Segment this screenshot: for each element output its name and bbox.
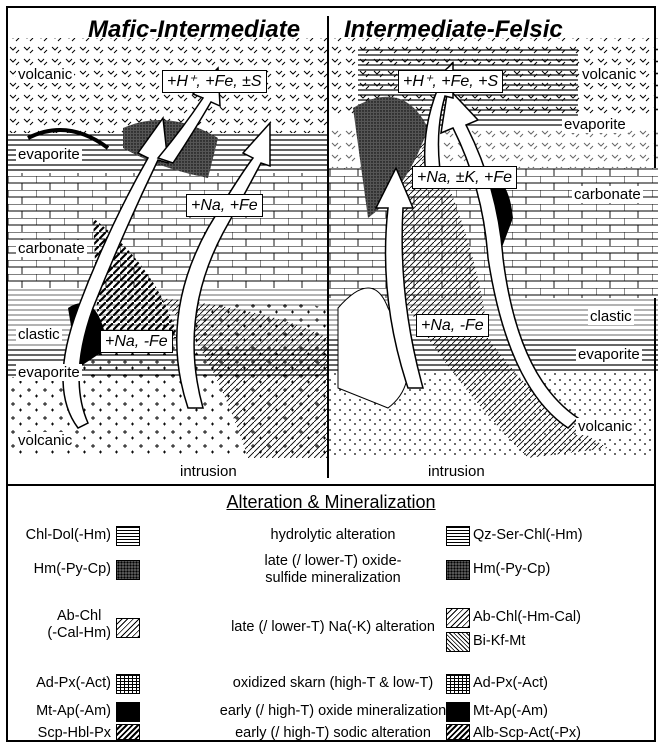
left-label-carbonate: carbonate — [16, 240, 87, 257]
legend-right-label: Qz-Ser-Chl(-Hm) — [473, 527, 583, 544]
legend-row-skarn: Ad-Px(-Act) oxidized skarn (high-T & low… — [8, 670, 654, 700]
left-label-evaporite-top: evaporite — [16, 146, 82, 163]
right-label-evaporite-top: evaporite — [562, 116, 628, 133]
fluid-box-left-mid: +Na, +Fe — [186, 194, 263, 217]
legend-right-label: Mt-Ap(-Am) — [473, 703, 548, 720]
legend-row-late-oxide: Hm(-Py-Cp) late (/ lower-T) oxide- sulfi… — [8, 556, 654, 596]
legend-row-late-na: Ab-Chl (-Cal-Hm) late (/ lower-T) Na(-K)… — [8, 606, 654, 662]
legend-swatch-right — [446, 724, 470, 740]
legend-swatch-left — [116, 724, 140, 740]
left-panel-title: Mafic-Intermediate — [88, 16, 300, 44]
right-label-clastic: clastic — [588, 308, 634, 325]
legend-divider — [8, 484, 654, 486]
left-label-evaporite-bottom: evaporite — [16, 364, 82, 381]
legend-right-label: Alb-Scp-Act(-Px) — [473, 725, 581, 742]
fluid-box-left-top: +H⁺, +Fe, ±S — [162, 70, 267, 93]
right-label-carbonate: carbonate — [572, 186, 643, 203]
legend-right-label-2: Bi-Kf-Mt — [473, 633, 525, 650]
legend-row-hydrolytic: Chl-Dol(-Hm) hydrolytic alteration Qz-Se… — [8, 522, 654, 552]
left-label-volcanic-top: volcanic — [16, 66, 74, 83]
right-label-evaporite-bottom: evaporite — [576, 346, 642, 363]
legend-swatch-right — [446, 526, 470, 546]
fluid-box-left-bottom: +Na, -Fe — [100, 330, 173, 353]
left-label-clastic: clastic — [16, 326, 62, 343]
fluid-box-right-mid: +Na, ±K, +Fe — [412, 166, 517, 189]
fluid-box-right-top: +H⁺, +Fe, +S — [398, 70, 503, 93]
legend-title: Alteration & Mineralization — [8, 492, 654, 513]
legend-right-label: Hm(-Py-Cp) — [473, 561, 550, 578]
legend-swatch-left — [116, 674, 140, 694]
legend-left-label: Scp-Hbl-Px — [38, 725, 111, 742]
right-panel-title: Intermediate-Felsic — [344, 16, 563, 44]
fluid-box-right-bottom: +Na, -Fe — [416, 314, 489, 337]
legend-swatch-left — [116, 618, 140, 638]
legend-swatch-right — [446, 702, 470, 722]
figure-frame: Mafic-Intermediate Intermediate-Felsic v… — [6, 6, 656, 742]
legend-left-label: Hm(-Py-Cp) — [34, 561, 111, 578]
legend-left-label: Chl-Dol(-Hm) — [26, 527, 111, 544]
legend-right-label: Ab-Chl(-Hm-Cal) — [473, 609, 581, 626]
legend-swatch-right — [446, 608, 470, 628]
legend-left-label: Ab-Chl (-Cal-Hm) — [47, 608, 111, 642]
legend-swatch-right — [446, 674, 470, 694]
left-label-intrusion: intrusion — [178, 463, 239, 480]
legend-row-early-sodic: Scp-Hbl-Px early (/ high-T) sodic altera… — [8, 720, 654, 750]
legend-left-label: Mt-Ap(-Am) — [36, 703, 111, 720]
legend-swatch-right-2 — [446, 632, 470, 652]
legend-swatch-left — [116, 702, 140, 722]
legend-swatch-left — [116, 560, 140, 580]
right-label-volcanic-bottom: volcanic — [576, 418, 634, 435]
legend-left-label: Ad-Px(-Act) — [36, 675, 111, 692]
legend-swatch-left — [116, 526, 140, 546]
legend-swatch-right — [446, 560, 470, 580]
right-label-volcanic-top: volcanic — [580, 66, 638, 83]
left-label-volcanic-bottom: volcanic — [16, 432, 74, 449]
right-label-intrusion: intrusion — [426, 463, 487, 480]
legend-right-label: Ad-Px(-Act) — [473, 675, 548, 692]
